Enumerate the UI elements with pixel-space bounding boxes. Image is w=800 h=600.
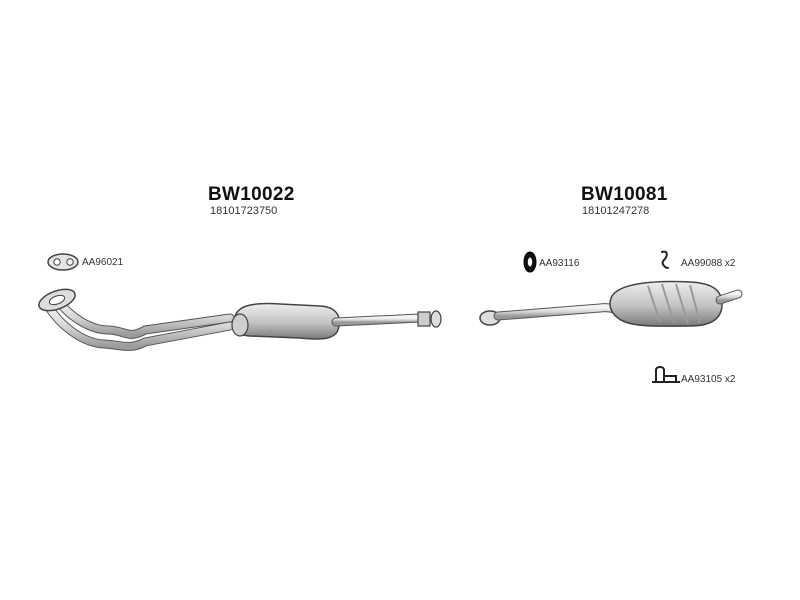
accessory-label-ring: AA93116 xyxy=(539,258,580,269)
oem-number-left: 18101723750 xyxy=(210,205,278,217)
hook-hanger-icon xyxy=(661,250,669,269)
accessory-label-bracket: AA93105 x2 xyxy=(681,374,736,385)
assembly-code-right: BW10081 xyxy=(581,184,668,205)
flange-gasket-icon xyxy=(47,253,79,271)
front-pipe-silencer-icon xyxy=(38,288,442,351)
assembly-code-left: BW10022 xyxy=(208,184,295,205)
oem-number-right: 18101247278 xyxy=(582,205,650,217)
accessory-label-hook: AA99088 x2 xyxy=(681,258,736,269)
rubber-ring-icon xyxy=(523,251,537,273)
accessory-label-gasket: AA96021 xyxy=(82,257,124,268)
rear-silencer-icon xyxy=(479,280,743,327)
mounting-bracket-icon xyxy=(652,366,680,383)
